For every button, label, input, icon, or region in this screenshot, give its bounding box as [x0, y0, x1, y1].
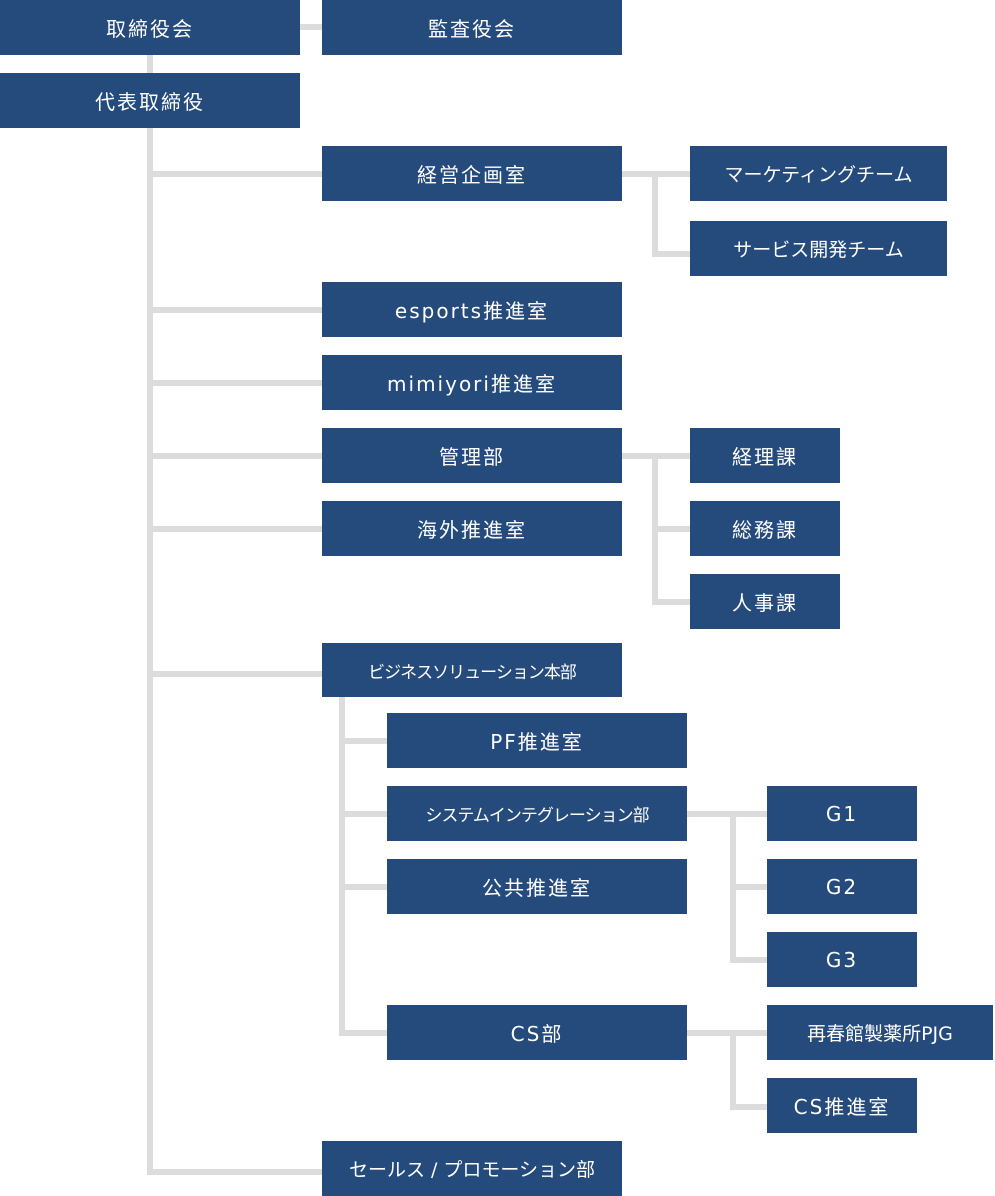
cs-promotion-office-box: CS推進室 — [767, 1078, 917, 1133]
planning-office-box: 経営企画室 — [322, 146, 622, 201]
service-dev-team-box: サービス開発チーム — [690, 221, 947, 276]
connector-line — [730, 957, 767, 963]
connector-line — [730, 1030, 736, 1110]
g1-box: G1 — [767, 786, 917, 841]
connector-line — [730, 1104, 767, 1110]
mimiyori-office-box: mimiyori推進室 — [322, 355, 622, 410]
connector-line — [652, 251, 690, 257]
connector-line — [730, 884, 767, 890]
g2-box: G2 — [767, 859, 917, 914]
cs-dept-box: CS部 — [387, 1005, 687, 1060]
board-box: 取締役会 — [0, 0, 300, 55]
connector-line — [687, 1030, 767, 1036]
business-solution-hq-box: ビジネスソリューション本部 — [322, 643, 622, 697]
connector-line — [147, 128, 153, 1175]
connector-line — [339, 738, 387, 744]
connector-line — [339, 1030, 387, 1036]
pf-office-box: PF推進室 — [387, 713, 687, 768]
connector-line — [147, 453, 322, 459]
audit-board-box: 監査役会 — [322, 0, 622, 55]
system-integration-dept-box: システムインテグレーション部 — [387, 786, 687, 841]
general-affairs-section-box: 総務課 — [690, 501, 840, 556]
connector-line — [339, 811, 387, 817]
sales-promotion-dept-box: セールス / プロモーション部 — [322, 1141, 622, 1196]
admin-dept-box: 管理部 — [322, 428, 622, 483]
public-office-box: 公共推進室 — [387, 859, 687, 914]
connector-line — [147, 526, 322, 532]
connector-line — [652, 171, 658, 257]
connector-line — [339, 697, 345, 1036]
accounting-section-box: 経理課 — [690, 428, 840, 483]
ceo-box: 代表取締役 — [0, 73, 300, 128]
marketing-team-box: マーケティングチーム — [690, 146, 947, 201]
connector-line — [147, 307, 322, 313]
hr-section-box: 人事課 — [690, 574, 840, 629]
connector-line — [300, 24, 322, 30]
connector-line — [339, 884, 387, 890]
esports-office-box: esports推進室 — [322, 282, 622, 337]
connector-line — [652, 526, 690, 532]
connector-line — [147, 55, 153, 73]
connector-line — [147, 671, 322, 677]
connector-line — [147, 171, 322, 177]
g3-box: G3 — [767, 932, 917, 987]
connector-line — [687, 811, 767, 817]
connector-line — [147, 1169, 322, 1175]
saishunkan-pjg-box: 再春館製薬所PJG — [767, 1005, 993, 1060]
connector-line — [147, 380, 322, 386]
overseas-office-box: 海外推進室 — [322, 501, 622, 556]
connector-line — [652, 599, 690, 605]
